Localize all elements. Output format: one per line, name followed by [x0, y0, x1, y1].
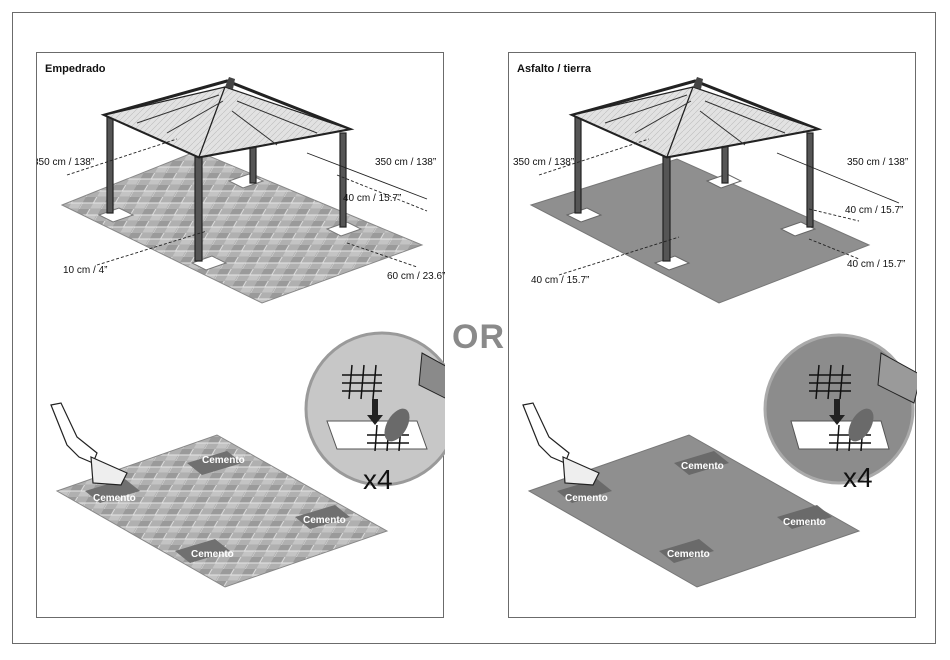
- dimension-width-left: 350 cm / 138”: [37, 157, 94, 168]
- trowel-hand-icon: [523, 403, 599, 485]
- footing-detail-magnifier: [765, 335, 917, 483]
- dimension-offset-60: 60 cm / 23.6”: [387, 271, 445, 282]
- multiplier-label: x4: [363, 464, 393, 495]
- dimension-offset-40: 40 cm / 15.7”: [845, 205, 903, 216]
- paving-area: [62, 151, 422, 303]
- paving-illustration: 350 cm / 138” 350 cm / 138” 40 cm / 15.7…: [37, 53, 445, 619]
- panel-asphalt: Asfalto / tierra: [508, 52, 916, 618]
- cement-label: Cemento: [783, 517, 826, 528]
- cement-label: Cemento: [681, 461, 724, 472]
- dimension-offset-40: 40 cm / 15.7”: [343, 193, 401, 204]
- cement-label: Cemento: [303, 515, 346, 526]
- asphalt-illustration: 350 cm / 138” 350 cm / 138” 40 cm / 15.7…: [509, 53, 917, 619]
- cement-label: Cemento: [202, 455, 245, 466]
- cement-label: Cemento: [191, 549, 234, 560]
- dimension-width-right: 350 cm / 138”: [847, 157, 908, 168]
- gazebo-roof: [573, 77, 817, 157]
- dimension-offset-40: 40 cm / 15.7”: [531, 275, 589, 286]
- gazebo-roof: [105, 77, 349, 157]
- dimension-width-right: 350 cm / 138”: [375, 157, 436, 168]
- trowel-hand-icon: [51, 403, 127, 485]
- or-label: OR: [452, 318, 505, 357]
- multiplier-label: x4: [843, 462, 873, 493]
- footing-detail-magnifier: [306, 333, 445, 485]
- dimension-offset-40: 40 cm / 15.7”: [847, 259, 905, 270]
- cement-label: Cemento: [565, 493, 608, 504]
- dimension-offset-10: 10 cm / 4”: [63, 265, 107, 276]
- cement-label: Cemento: [93, 493, 136, 504]
- panel-paving: Empedrado: [36, 52, 444, 618]
- cement-label: Cemento: [667, 549, 710, 560]
- dimension-width-left: 350 cm / 138”: [513, 157, 574, 168]
